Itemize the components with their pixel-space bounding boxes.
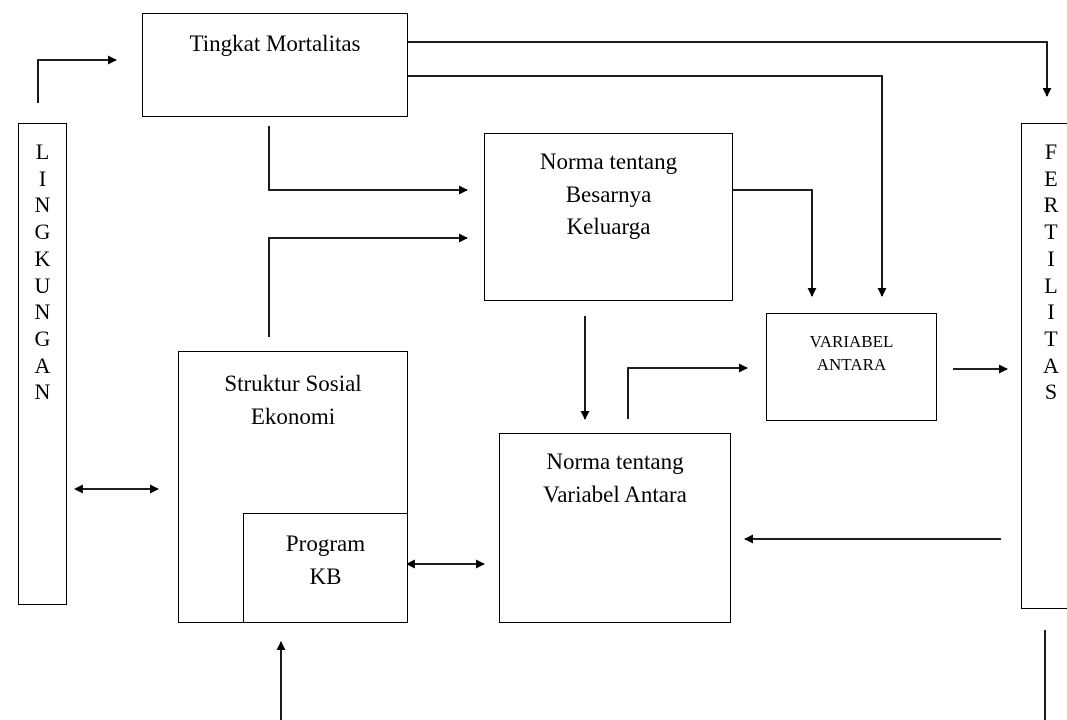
- norma-variabel-antara-label: Norma tentang Variabel Antara: [543, 449, 687, 507]
- norma-besar-keluarga-label: Norma tentang Besarnya Keluarga: [539, 149, 678, 240]
- arrow-lingkungan-to-mortalitas: [37, 55, 117, 103]
- lingkungan-box: L I N G K U N G A N: [18, 123, 67, 605]
- norma-besar-keluarga-box: Norma tentang Besarnya Keluarga: [484, 133, 733, 301]
- struktur-sosial-ekonomi-label: Struktur Sosial Ekonomi: [224, 371, 362, 429]
- arrow-mortalitas-to-norma-keluarga: [268, 126, 468, 195]
- tingkat-mortalitas-box: Tingkat Mortalitas: [142, 13, 408, 117]
- program-kb-label: Program KB: [285, 531, 366, 589]
- variabel-antara-label: VARIABEL ANTARA: [809, 332, 894, 374]
- arrow-sosial-to-norma-keluarga: [268, 233, 468, 337]
- fertilitas-box: F E R T I L I T A S: [1021, 123, 1067, 609]
- tingkat-mortalitas-label: Tingkat Mortalitas: [189, 31, 361, 56]
- arrow-mortalitas-to-variabel-antara: [407, 75, 887, 297]
- arrow-norma-keluarga-to-variabel-antara: [733, 189, 817, 297]
- lingkungan-label: L I N G K U N G A N: [34, 139, 51, 405]
- norma-variabel-antara-box: Norma tentang Variabel Antara: [499, 433, 731, 623]
- arrow-norma-variabel-to-variabel-antara: [627, 363, 748, 419]
- variabel-antara-box: VARIABEL ANTARA: [766, 313, 937, 421]
- program-kb-box: Program KB: [243, 513, 408, 623]
- fertilitas-label: F E R T I L I T A S: [1043, 139, 1059, 405]
- arrow-mortalitas-to-fertilitas: [407, 41, 1052, 97]
